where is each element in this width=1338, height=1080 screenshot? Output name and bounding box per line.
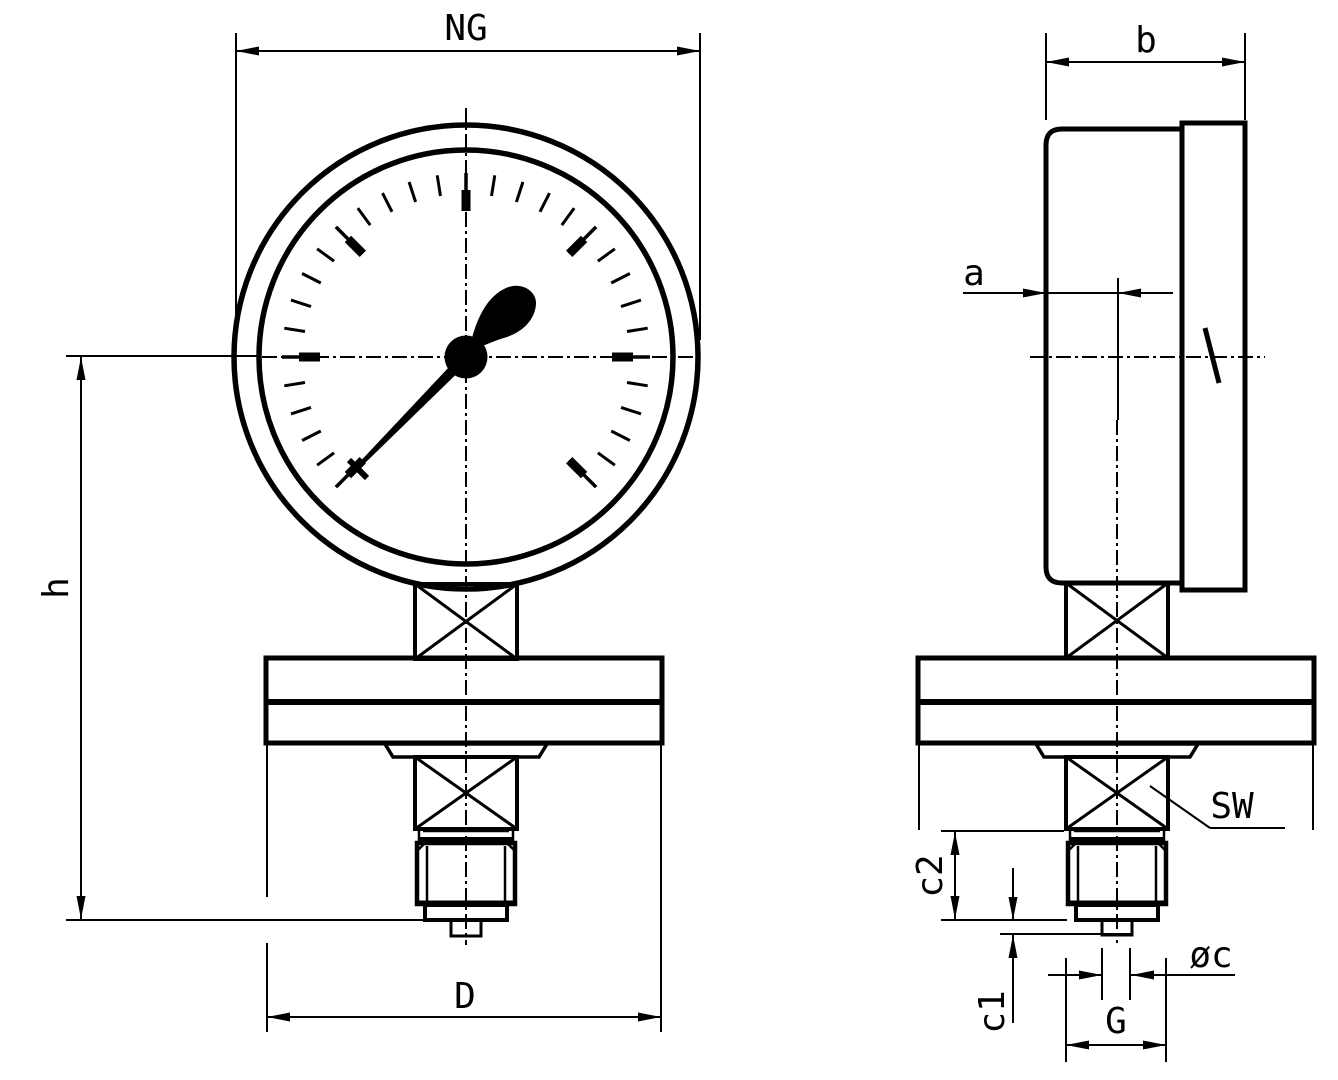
needle-stop-crossbar: [346, 457, 370, 481]
dimension-arrowhead: [236, 46, 259, 56]
dimension-arrowhead: [638, 1012, 661, 1022]
dial-tick-minor: [626, 326, 648, 333]
dimension-arrowhead: [76, 357, 86, 380]
dim-label-sw: SW: [1210, 786, 1254, 827]
dial-tick-minor: [290, 405, 312, 416]
side-pointer-mark: [1202, 327, 1222, 384]
dimension-d: D: [266, 743, 662, 1032]
dim-label-a: a: [963, 253, 985, 294]
side-washer: [1068, 829, 1166, 843]
dimension-arrowhead: [1143, 1040, 1166, 1050]
side-case-body: [1043, 126, 1182, 586]
dimension-arrowhead: [1118, 288, 1141, 298]
dimension-arrowhead: [267, 1012, 290, 1022]
dimension-arrowhead: [1008, 935, 1018, 958]
dial-tick-minor: [356, 207, 372, 226]
dimension-h: h: [36, 355, 452, 921]
side-lower-stem: [1064, 755, 1170, 831]
front-neck: [381, 742, 551, 759]
dimension-arrowhead: [677, 46, 700, 56]
dial-tick-minor: [597, 247, 616, 263]
pointer-tail: [470, 285, 537, 351]
pointer-needle: [351, 353, 470, 474]
side-upper-stem: [1064, 581, 1170, 660]
side-neck: [1032, 742, 1202, 759]
dim-label-c1: c1: [972, 990, 1013, 1033]
front-lower-stem: [413, 755, 519, 831]
dial-tick-minor: [610, 429, 631, 442]
dimension-arrowhead: [1131, 970, 1154, 980]
dial-scale: [282, 173, 650, 489]
dial-tick-minor: [316, 247, 335, 263]
dim-label-diameter-c: øc: [1189, 935, 1232, 976]
dial-tick-minor: [301, 429, 322, 442]
dial-tick-minor: [610, 272, 631, 285]
side-bezel: [1179, 120, 1248, 593]
dimension-ng: NG: [235, 8, 701, 340]
dial-tick-major: [566, 235, 588, 257]
dial-tick-minor: [284, 326, 306, 333]
callout-sw: SW: [1149, 785, 1285, 829]
dial-tick-minor: [435, 175, 442, 197]
dimension-arrowheads: [76, 46, 1245, 1050]
dial-tick-major: [344, 235, 366, 257]
dial-tick-minor: [597, 451, 616, 467]
front-flange: [263, 655, 665, 746]
dimension-b: b: [1045, 20, 1246, 120]
dim-label-g: G: [1105, 1001, 1127, 1042]
dimension-arrowhead: [1046, 57, 1069, 67]
dimension-arrowhead: [1008, 897, 1018, 920]
dial-tick-minor: [301, 272, 322, 285]
pointer-hub: [444, 335, 488, 379]
front-washer: [417, 829, 515, 843]
side-view: b a SW c2 c1: [910, 20, 1317, 1062]
dimension-arrowhead: [1023, 288, 1046, 298]
dim-label-ng: NG: [444, 8, 487, 49]
dim-label-c2: c2: [910, 854, 951, 897]
dial-tick-major: [566, 457, 588, 479]
dim-label-h: h: [36, 577, 77, 599]
dimension-arrowhead: [1079, 970, 1102, 980]
dim-label-d: D: [454, 976, 476, 1017]
dimension-diameter-c: øc: [1048, 935, 1235, 1000]
dial-tick-minor: [620, 405, 642, 416]
front-view: NG h D: [36, 8, 703, 1032]
dial-tick-minor: [316, 451, 335, 467]
front-thread-tip: [449, 918, 483, 938]
dimension-arrowhead: [950, 896, 960, 919]
dial-tick-minor: [407, 181, 418, 203]
dial-tick-minor: [290, 298, 312, 309]
dimension-arrowhead: [1222, 57, 1245, 67]
dial-tick-minor: [490, 175, 497, 197]
dimension-arrowhead: [1066, 1040, 1089, 1050]
dimension-arrowhead: [950, 832, 960, 855]
pointer: [346, 285, 537, 481]
dial-tick-minor: [284, 381, 306, 388]
dimension-c2: c2: [910, 830, 1067, 921]
dial-tick-minor: [538, 192, 551, 213]
dial-tick-minor: [514, 181, 525, 203]
dial-tick-minor: [381, 192, 394, 213]
dimension-a: a: [963, 253, 1173, 294]
gauge-bezel-ring: [256, 147, 676, 567]
dial-tick-minor: [560, 207, 576, 226]
dimension-arrowhead: [76, 896, 86, 919]
dim-label-b: b: [1135, 20, 1157, 61]
dial-tick-minor: [620, 298, 642, 309]
dial-tick-minor: [626, 381, 648, 388]
